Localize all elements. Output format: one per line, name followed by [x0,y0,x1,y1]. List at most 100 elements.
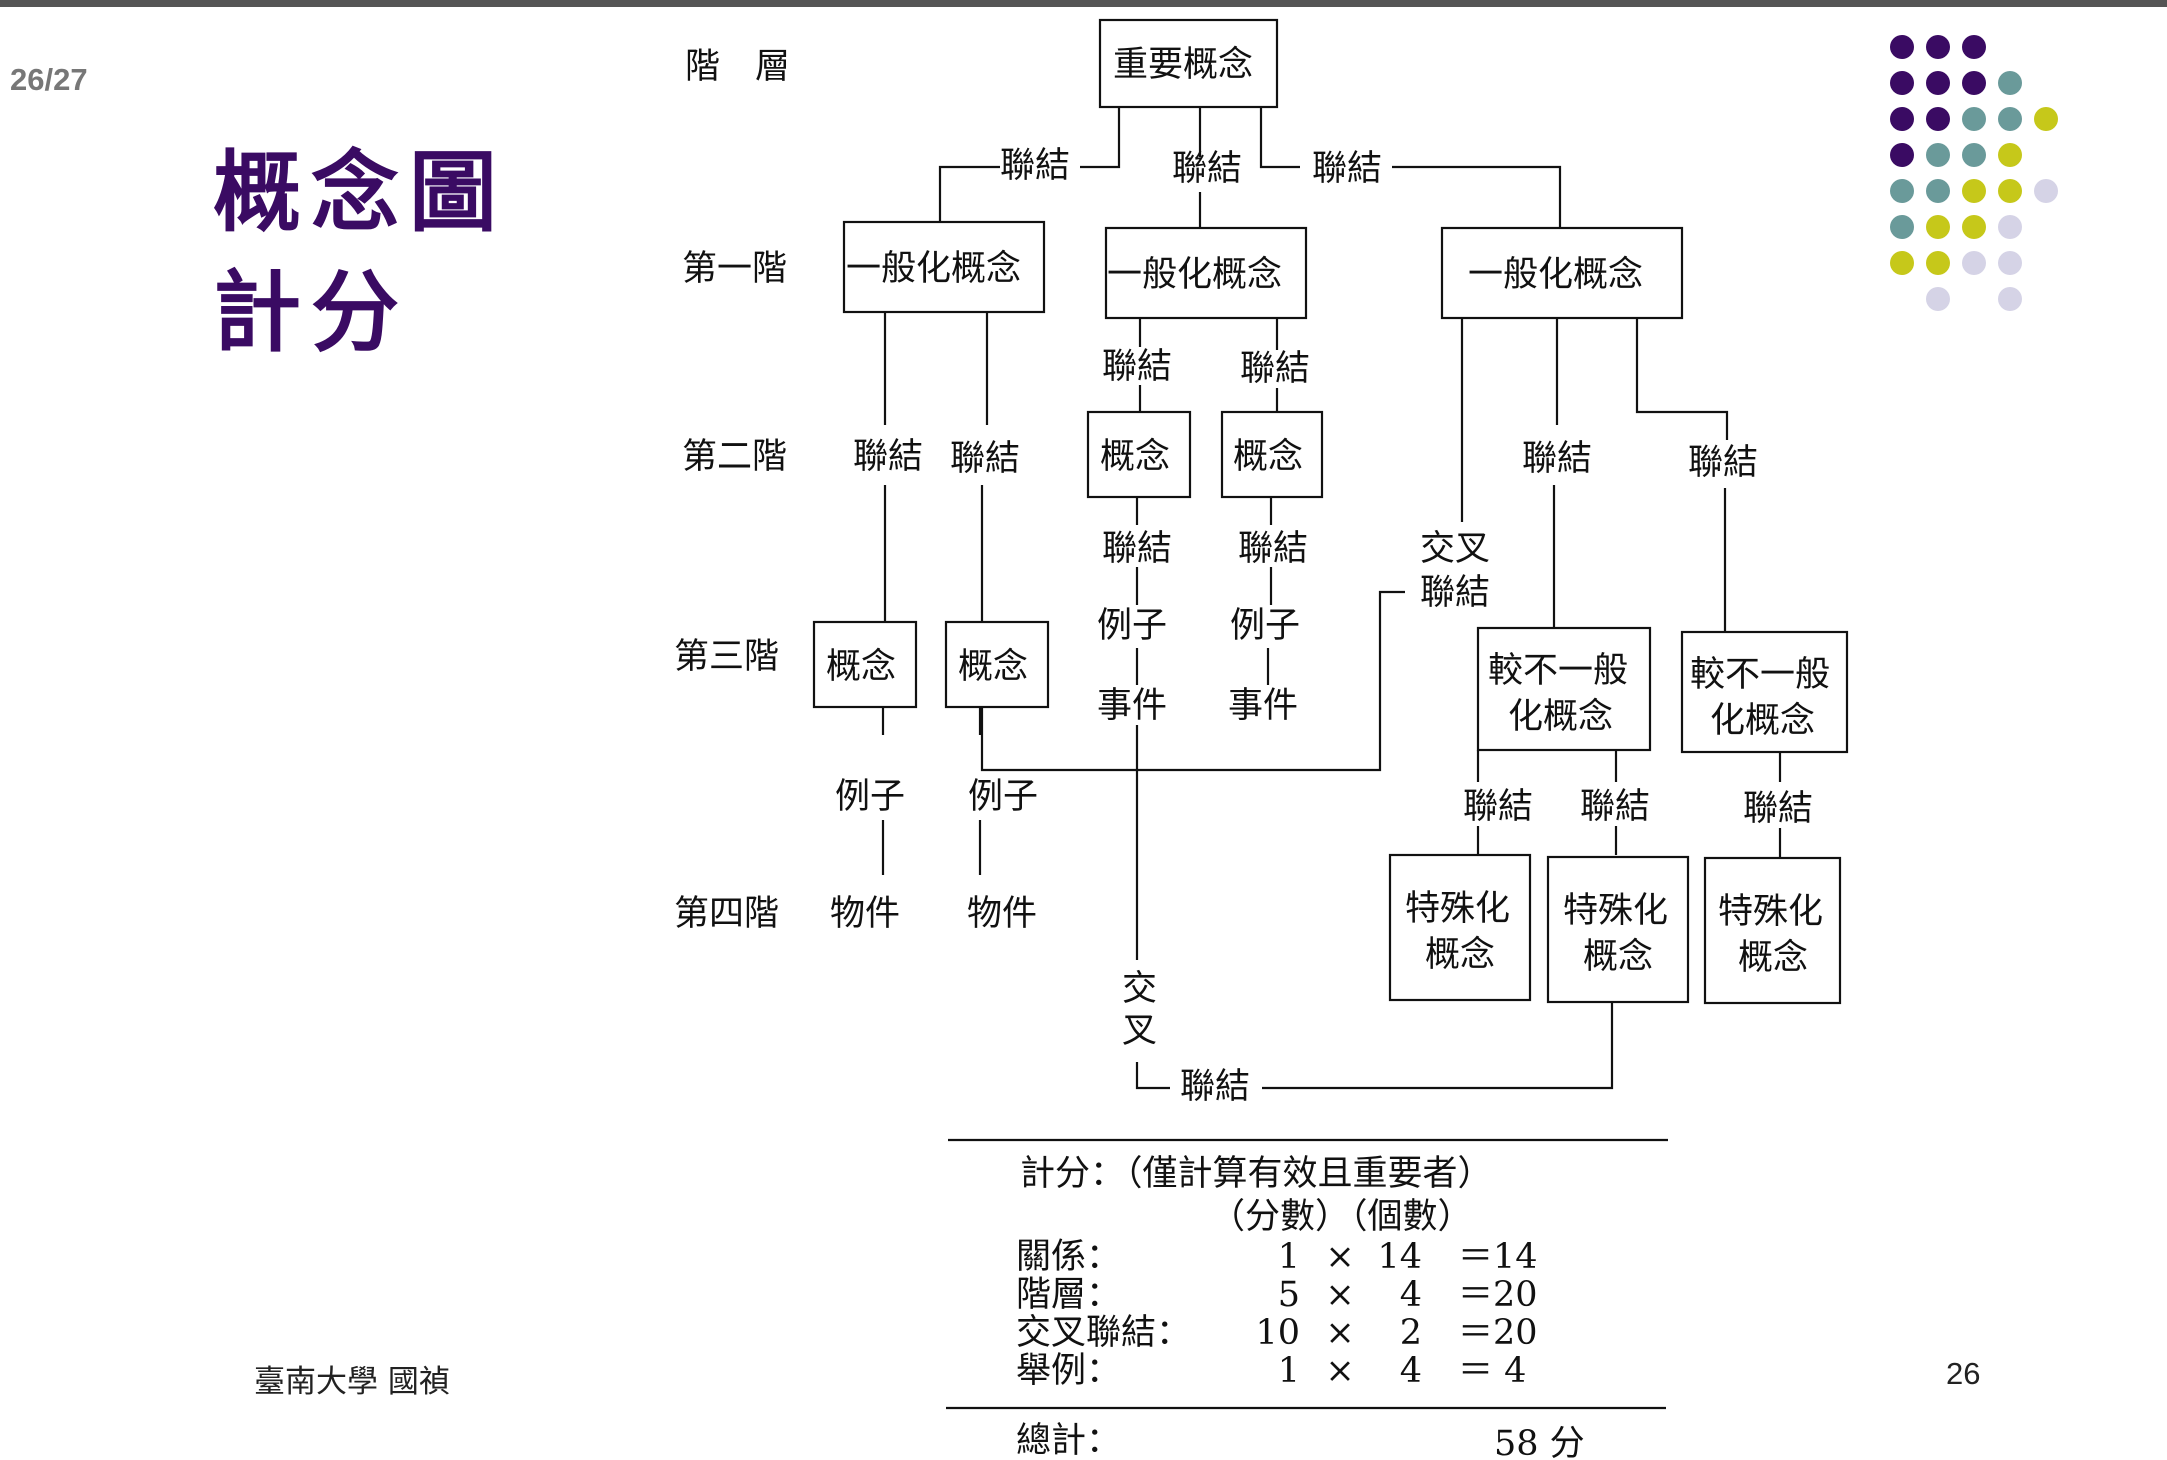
cross-link-lower-label: 聯結 [1180,1067,1250,1107]
decorative-dot [1962,107,1986,131]
link-label-less-1a: 聯結 [1463,787,1533,827]
decorative-dot [1998,179,2022,203]
box-concept-mid-1 [1086,410,1192,499]
score-row-score: 1 [1278,1237,1300,1277]
box-important-concept [1098,18,1279,109]
link-label-left-1: 聯結 [853,437,923,477]
decorative-dot [2034,107,2058,131]
level-second: 第二階 [682,437,787,477]
box-specific-3 [1703,856,1842,1005]
decorative-dot [1998,251,2022,275]
score-row-label: 舉例： [1016,1351,1121,1391]
cross-link-lower-char2: 叉 [1122,1011,1157,1051]
score-row-count: 14 [1377,1237,1422,1277]
score-row-times: × [1325,1313,1354,1353]
example-label-mid-1: 例子 [1097,606,1167,646]
node-specific-1-line2: 概念 [1425,935,1495,975]
score-row-score: 5 [1278,1275,1300,1315]
decorative-dot [1998,107,2022,131]
link-label-left-2: 聯結 [950,439,1020,479]
score-row-label: 關係： [1016,1237,1121,1277]
score-row-result: ＝ 4 [1458,1351,1526,1391]
decorative-dot [1926,179,1950,203]
box-concept-left-1 [812,620,918,709]
decorative-dot [1962,71,1986,95]
node-general-1: 一般化概念 [846,249,1021,289]
cross-link-label-line1: 交叉 [1420,529,1490,569]
top-bar [0,0,2167,7]
slide-title-line2: 計分 [213,260,410,364]
node-concept-left-2: 概念 [958,647,1028,687]
decorative-dot [1998,287,2022,311]
box-specific-2 [1546,855,1690,1004]
decorative-dot [1926,287,1950,311]
score-row-result: ＝20 [1458,1313,1538,1353]
decorative-dot [1962,35,1986,59]
node-specific-2-line1: 特殊化 [1563,891,1668,931]
concept-boxes [812,18,1849,1005]
score-row-count: 4 [1400,1351,1422,1391]
node-concept-mid-2: 概念 [1233,437,1303,477]
decorative-dot [1890,35,1914,59]
score-row-score: 10 [1255,1313,1300,1353]
link-label-top-right: 聯結 [1312,149,1382,189]
decorative-dot [1962,251,1986,275]
node-important-concept: 重要概念 [1113,45,1253,85]
decorative-dot [1926,71,1950,95]
node-less-general-1-line1: 較不一般 [1488,651,1628,691]
node-specific-2-line2: 概念 [1583,937,1653,977]
node-specific-3-line2: 概念 [1738,938,1808,978]
score-row-label: 交叉聯結： [1016,1313,1191,1353]
page-counter: 26/27 [10,62,88,97]
slide-number: 26 [1946,1356,1981,1391]
level-fourth: 第四階 [674,894,779,934]
decorative-dot [1890,143,1914,167]
box-less-general-1 [1476,626,1652,752]
event-label-1: 事件 [1097,686,1167,726]
scoring-header: 計分：（僅計算有效且重要者） [1020,1154,1493,1194]
link-label-right-2: 聯結 [1688,443,1758,483]
cross-link-lower-char1: 交 [1122,969,1157,1009]
decorative-dot [2034,179,2058,203]
link-label-mid-4: 聯結 [1238,529,1308,569]
link-label-less-1b: 聯結 [1580,787,1650,827]
scoring-table: 計分：（僅計算有效且重要者） （分數）（個數） 關係：1×14＝14階層：5×4… [1016,1154,1585,1460]
score-row-result: ＝14 [1458,1237,1538,1277]
connector-lines [881,107,1782,1410]
box-general-concept-3 [1440,226,1684,320]
node-less-general-2-line2: 化概念 [1710,701,1815,741]
node-concept-left-1: 概念 [826,647,896,687]
link-label-less-2: 聯結 [1743,789,1813,829]
box-specific-1 [1388,853,1532,1002]
score-row-label: 階層： [1016,1275,1121,1315]
box-general-concept-1 [842,220,1046,314]
node-less-general-1-line2: 化概念 [1508,697,1613,737]
decorative-dot [1962,179,1986,203]
decorative-dot [1926,143,1950,167]
example-label-left-1: 例子 [835,777,905,817]
decorative-dot [1998,143,2022,167]
box-concept-mid-2 [1220,410,1324,499]
score-row-times: × [1325,1237,1354,1277]
box-general-concept-2 [1104,226,1308,320]
slide-title-line1: 概念圖 [213,140,508,244]
node-general-2: 一般化概念 [1107,255,1282,295]
link-label-mid-3: 聯結 [1102,529,1172,569]
level-third: 第三階 [674,637,779,677]
score-row-result: ＝20 [1458,1275,1538,1315]
example-label-left-2: 例子 [968,777,1038,817]
score-row-count: 2 [1400,1313,1422,1353]
cross-link-label-line2: 聯結 [1420,573,1490,613]
footer-author: 臺南大學 國禎 [254,1364,450,1400]
decorative-dot-grid [1890,35,2058,311]
total-value: 58 分 [1494,1424,1585,1460]
decorative-dot [1926,35,1950,59]
score-row-times: × [1325,1275,1354,1315]
score-row-times: × [1325,1351,1354,1391]
score-row-score: 1 [1278,1351,1300,1391]
decorative-dot [1890,179,1914,203]
level-header: 階 層 [685,47,790,87]
decorative-dot [1890,215,1914,239]
event-label-2: 事件 [1228,686,1298,726]
